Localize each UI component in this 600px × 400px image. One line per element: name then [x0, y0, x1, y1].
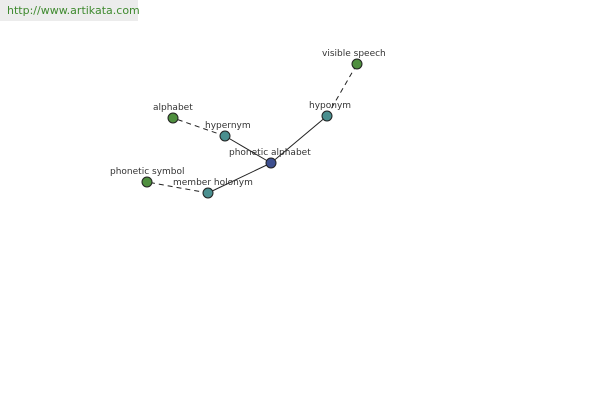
label-member-holonym[interactable]: member holonym	[173, 178, 253, 188]
node-hyponym[interactable]	[321, 110, 333, 122]
edge-hyponym-visible-speech	[326, 63, 358, 117]
node-hypernym[interactable]	[219, 130, 231, 142]
label-center[interactable]: phonetic alphabet	[229, 148, 311, 158]
header-bar: http://www.artikata.com	[0, 0, 140, 21]
node-phonetic-symbol[interactable]	[141, 176, 153, 188]
edge-member-holonym-phonetic-symbol	[146, 181, 209, 194]
site-url-link[interactable]: http://www.artikata.com	[7, 4, 140, 17]
label-phonetic-symbol[interactable]: phonetic symbol	[110, 167, 185, 177]
edge-hypernym-alphabet	[172, 117, 226, 137]
node-visible-speech[interactable]	[351, 58, 363, 70]
label-alphabet[interactable]: alphabet	[153, 103, 193, 113]
label-hypernym[interactable]: hypernym	[205, 121, 251, 131]
node-alphabet[interactable]	[167, 112, 179, 124]
node-center[interactable]	[265, 157, 277, 169]
label-visible-speech[interactable]: visible speech	[322, 49, 386, 59]
node-member-holonym[interactable]	[202, 187, 214, 199]
edge-center-member-holonym	[207, 162, 272, 194]
edge-center-hyponym	[270, 115, 328, 164]
label-hyponym[interactable]: hyponym	[309, 101, 351, 111]
edge-center-hypernym	[224, 135, 272, 164]
